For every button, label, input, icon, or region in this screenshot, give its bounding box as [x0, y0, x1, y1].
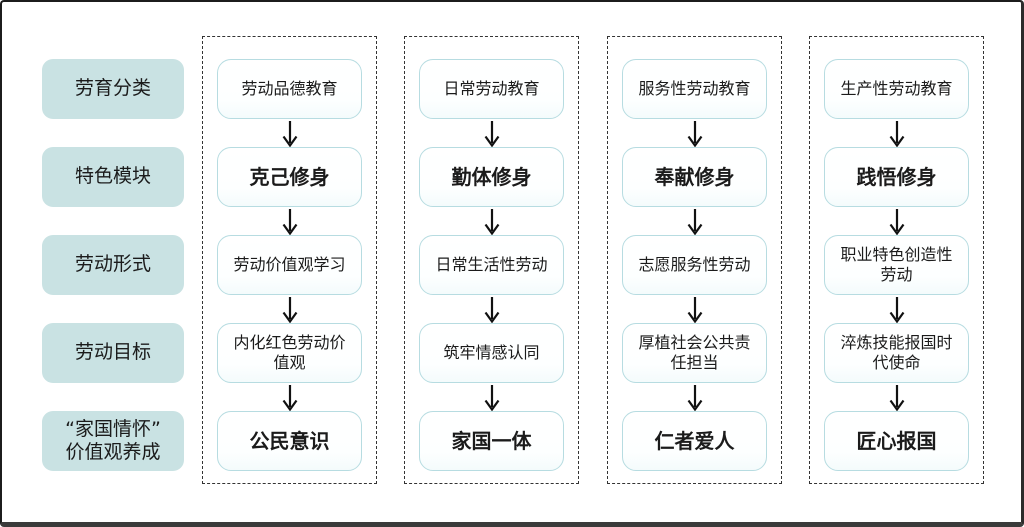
down-arrow-icon	[889, 120, 904, 147]
flow-step: 日常生活性劳动	[419, 235, 564, 295]
flow-column-1: 劳动品德教育 克己修身 劳动价值观学习 内化红色劳动价 值观 公民意识	[202, 36, 377, 484]
flow-column-4: 生产性劳动教育 践悟修身 职业特色创造性 劳动 淬炼技能报国时 代使命 匠心报国	[809, 36, 984, 484]
flow-column-3: 服务性劳动教育 奉献修身 志愿服务性劳动 厚植社会公共责 任担当 仁者爱人	[607, 36, 782, 484]
flow-step: 克己修身	[217, 147, 362, 207]
down-arrow-icon	[484, 384, 499, 411]
down-arrow-icon	[687, 296, 702, 323]
flow-step: 践悟修身	[824, 147, 969, 207]
down-arrow-icon	[889, 208, 904, 235]
flow-step: 志愿服务性劳动	[622, 235, 767, 295]
flow-step: 劳动品德教育	[217, 59, 362, 119]
flow-step: 服务性劳动教育	[622, 59, 767, 119]
down-arrow-icon	[282, 208, 297, 235]
flow-step: 奉献修身	[622, 147, 767, 207]
flow-step: 仁者爱人	[622, 411, 767, 471]
flow-step: 劳动价值观学习	[217, 235, 362, 295]
flow-step: 家国一体	[419, 411, 564, 471]
down-arrow-icon	[484, 120, 499, 147]
down-arrow-icon	[889, 296, 904, 323]
flow-step: 公民意识	[217, 411, 362, 471]
flow-step: 内化红色劳动价 值观	[217, 323, 362, 383]
label-gap	[42, 207, 184, 235]
row-label-goal: 劳动目标	[42, 323, 184, 383]
label-gap	[42, 119, 184, 147]
down-arrow-icon	[484, 296, 499, 323]
down-arrow-icon	[687, 208, 702, 235]
row-label-module: 特色模块	[42, 147, 184, 207]
flow-step: 筑牢情感认同	[419, 323, 564, 383]
row-labels-column: 劳育分类 特色模块 劳动形式 劳动目标 “家国情怀” 价值观养成	[42, 36, 184, 471]
labor-education-flow-diagram: 劳育分类 特色模块 劳动形式 劳动目标 “家国情怀” 价值观养成 劳动品德教育 …	[2, 2, 1021, 484]
flow-column-2: 日常劳动教育 勤体修身 日常生活性劳动 筑牢情感认同 家国一体	[404, 36, 579, 484]
row-label-category: 劳育分类	[42, 59, 184, 119]
row-label-values: “家国情怀” 价值观养成	[42, 411, 184, 471]
flow-step: 匠心报国	[824, 411, 969, 471]
flow-step: 勤体修身	[419, 147, 564, 207]
down-arrow-icon	[889, 384, 904, 411]
down-arrow-icon	[282, 296, 297, 323]
label-gap	[42, 383, 184, 411]
flow-step: 生产性劳动教育	[824, 59, 969, 119]
down-arrow-icon	[282, 120, 297, 147]
down-arrow-icon	[282, 384, 297, 411]
flow-step: 淬炼技能报国时 代使命	[824, 323, 969, 383]
down-arrow-icon	[687, 384, 702, 411]
flow-step: 职业特色创造性 劳动	[824, 235, 969, 295]
flow-step: 厚植社会公共责 任担当	[622, 323, 767, 383]
label-gap	[42, 295, 184, 323]
down-arrow-icon	[687, 120, 702, 147]
down-arrow-icon	[484, 208, 499, 235]
flow-step: 日常劳动教育	[419, 59, 564, 119]
row-label-form: 劳动形式	[42, 235, 184, 295]
